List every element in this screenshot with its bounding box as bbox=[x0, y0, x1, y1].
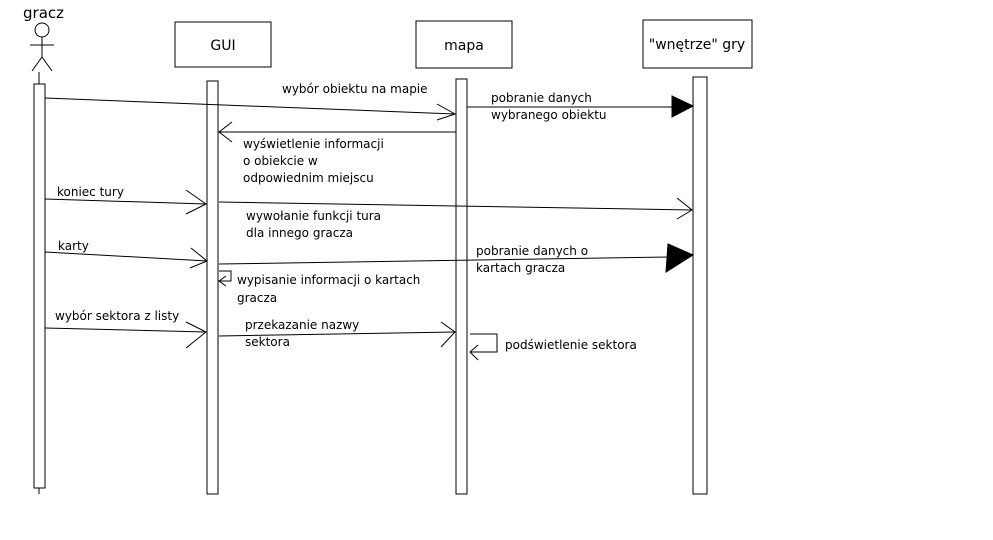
activation-bar-mapa bbox=[455, 78, 468, 495]
message-label: przekazanie nazwy bbox=[245, 318, 359, 332]
open-arrowhead-icon bbox=[185, 189, 207, 215]
message-label: odpowiednim miejscu bbox=[243, 171, 374, 185]
message-label: wypisanie informacji o kartach bbox=[237, 273, 420, 287]
filled-arrowhead-icon bbox=[665, 243, 695, 273]
message-pobranie-danych-obiektu: pobranie danych wybranego obiektu bbox=[467, 91, 695, 122]
message-label: wybór obiektu na mapie bbox=[282, 82, 428, 96]
message-wyswietlenie-informacji: wyświetlenie informacji o obiekcie w odp… bbox=[218, 121, 456, 185]
activation-bar-wnetrze bbox=[692, 76, 708, 495]
message-label: o obiekcie w bbox=[243, 154, 318, 168]
message-karty: karty bbox=[44, 239, 208, 269]
message-label: dla innego gracza bbox=[246, 226, 353, 240]
message-podswietlenie-sektora: podświetlenie sektora bbox=[469, 333, 637, 361]
message-label: wyświetlenie informacji bbox=[243, 137, 384, 151]
message-wypisanie-informacji-o-kartach: wypisanie informacji o kartach gracza bbox=[218, 270, 420, 305]
message-label: gracza bbox=[237, 291, 277, 305]
participant-wnetrze-gry: "wnętrze" gry bbox=[642, 19, 753, 69]
message-arrow bbox=[218, 331, 456, 337]
open-arrowhead-icon bbox=[440, 321, 456, 348]
open-arrowhead-icon bbox=[218, 121, 233, 143]
filled-arrowhead-icon bbox=[671, 95, 695, 118]
message-wybor-obiektu: wybór obiektu na mapie bbox=[44, 82, 457, 121]
message-label: kartach gracza bbox=[476, 261, 565, 275]
message-label: wybranego obiektu bbox=[491, 108, 607, 122]
message-label: pobranie danych bbox=[491, 91, 592, 105]
message-koniec-tury: koniec tury bbox=[44, 185, 207, 215]
message-przekazanie-nazwy: przekazanie nazwy sektora bbox=[218, 318, 456, 349]
activation-bar-gracz bbox=[33, 83, 46, 489]
actor-label: gracz bbox=[23, 4, 64, 22]
open-arrowhead-icon bbox=[185, 321, 207, 349]
message-wybor-sektora: wybór sektora z listy bbox=[44, 309, 207, 349]
participant-mapa: mapa bbox=[415, 20, 513, 69]
message-arrow bbox=[44, 198, 207, 205]
actor-head bbox=[34, 22, 50, 38]
participant-box bbox=[415, 20, 513, 69]
open-arrowhead-icon bbox=[218, 275, 227, 287]
participant-label: GUI bbox=[210, 38, 235, 54]
self-message-arrow bbox=[219, 270, 232, 282]
message-arrow bbox=[218, 256, 671, 265]
participant-gui: GUI bbox=[174, 21, 272, 68]
open-arrowhead-icon bbox=[436, 103, 457, 121]
actor-left-leg bbox=[31, 56, 43, 72]
message-wywolanie-funkcji-tura: wywołanie funkcji tura dla innego gracza bbox=[218, 197, 693, 240]
open-arrowhead-icon bbox=[189, 247, 208, 269]
message-pobranie-danych-kart: pobranie danych o kartach gracza bbox=[218, 243, 695, 275]
actor-right-leg bbox=[41, 56, 53, 72]
participant-label: mapa bbox=[444, 38, 484, 54]
participant-label: "wnętrze" gry bbox=[649, 37, 745, 53]
open-arrowhead-icon bbox=[676, 197, 693, 220]
self-message-arrow bbox=[470, 333, 498, 353]
participant-box bbox=[642, 19, 753, 69]
message-arrow bbox=[44, 327, 207, 333]
message-label: sektora bbox=[245, 335, 290, 349]
message-label: karty bbox=[58, 239, 89, 253]
message-arrow bbox=[218, 201, 693, 211]
actor-gracz: gracz bbox=[23, 4, 64, 494]
message-label: wywołanie funkcji tura bbox=[246, 209, 381, 223]
message-label: wybór sektora z listy bbox=[55, 309, 179, 323]
open-arrowhead-icon bbox=[469, 344, 479, 361]
message-label: koniec tury bbox=[57, 185, 124, 199]
activation-bar-gui bbox=[206, 80, 219, 495]
message-arrow bbox=[44, 251, 208, 262]
message-arrow bbox=[44, 97, 456, 115]
participant-box bbox=[174, 21, 272, 68]
message-label: pobranie danych o bbox=[476, 244, 588, 258]
message-label: podświetlenie sektora bbox=[505, 338, 637, 352]
